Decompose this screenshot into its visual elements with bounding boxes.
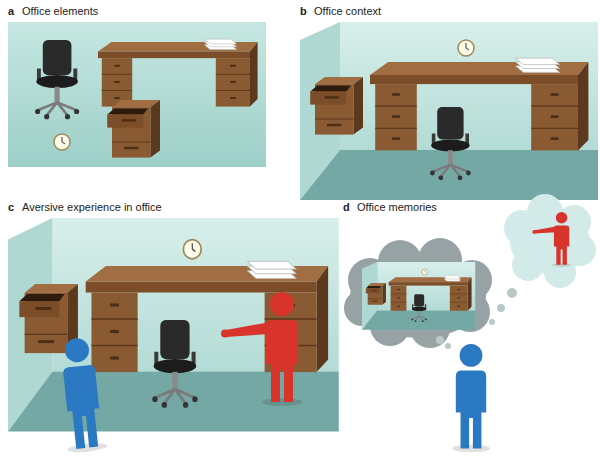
panel-heading: Office elements <box>22 5 98 18</box>
panel-letter: c <box>8 201 14 214</box>
panel-heading: Office memories <box>357 201 437 214</box>
panel-letter: d <box>343 201 350 214</box>
panel-letter: a <box>8 5 14 18</box>
aversive-experience-panel <box>8 218 339 454</box>
panel-heading: Office context <box>314 5 381 18</box>
office-memories-panel <box>344 194 596 452</box>
panel-letter: b <box>300 5 307 18</box>
panel-heading: Aversive experience in office <box>22 201 162 214</box>
office-elements-panel <box>8 22 266 167</box>
office-context-panel <box>300 22 598 200</box>
